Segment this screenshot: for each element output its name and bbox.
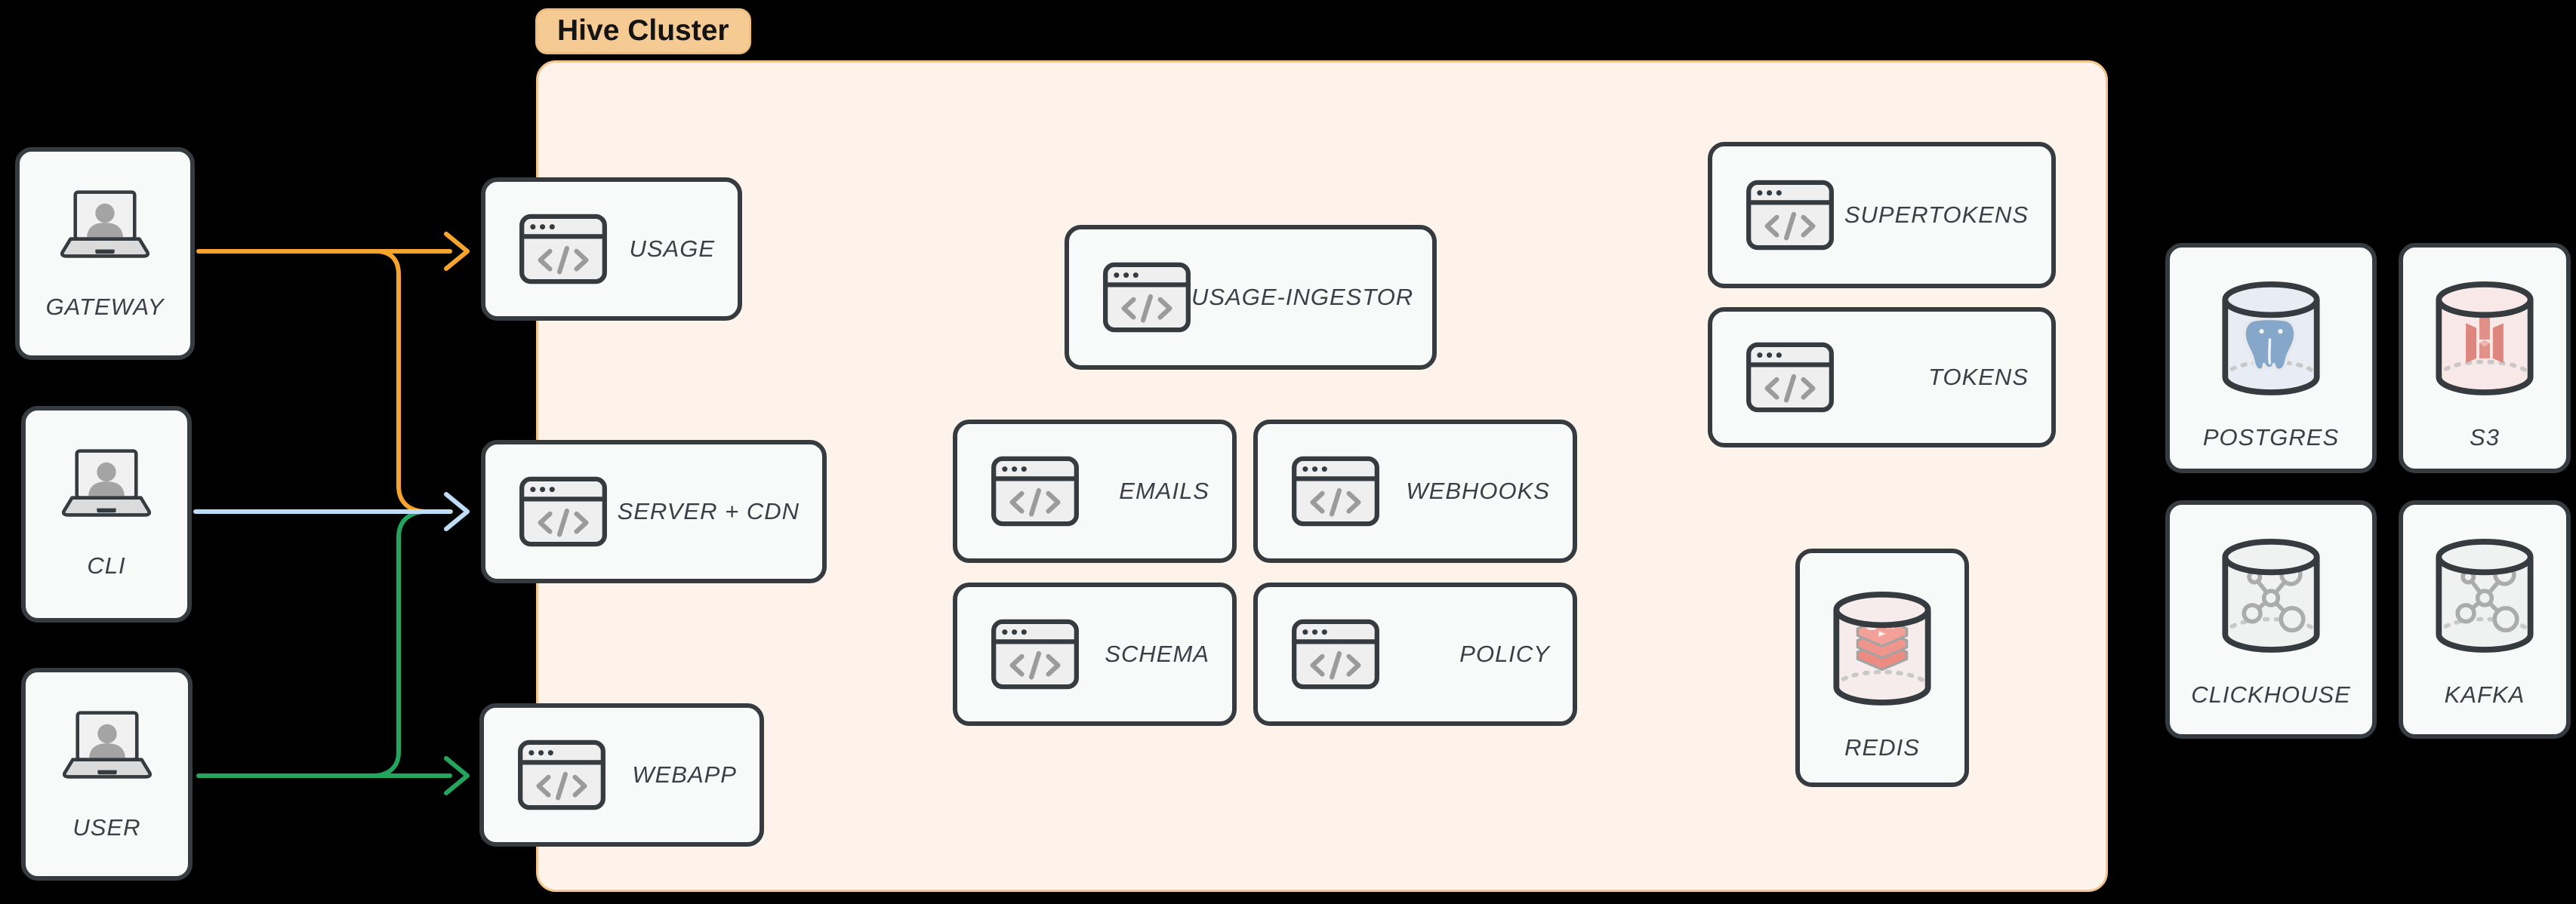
- database-cylinder-icon: [2218, 538, 2324, 656]
- node-clickhouse[interactable]: CLICKHOUSE: [2165, 500, 2377, 739]
- code-window-icon: [991, 456, 1080, 527]
- node-user[interactable]: USER: [21, 668, 193, 881]
- node-user-label: USER: [72, 814, 141, 841]
- node-redis-label: REDIS: [1844, 734, 1920, 761]
- database-cylinder-icon: [2432, 538, 2537, 656]
- node-s3-label: S3: [2470, 424, 2500, 450]
- postgres-logo: [2243, 317, 2297, 372]
- database-cylinder-icon: [2218, 281, 2324, 398]
- node-postgres[interactable]: POSTGRES: [2165, 243, 2377, 473]
- node-usage-ingestor-label: USAGE-INGESTOR: [1191, 284, 1414, 310]
- node-tokens[interactable]: TOKENS: [1708, 307, 2056, 447]
- arrow-user-to-webapp-head: [444, 756, 470, 795]
- node-emails-label: EMAILS: [1119, 478, 1209, 504]
- node-webhooks-label: WEBHOOKS: [1406, 478, 1550, 504]
- node-server-cdn-label: SERVER + CDN: [617, 498, 800, 524]
- node-postgres-label: POSTGRES: [2202, 424, 2340, 450]
- code-window-icon: [1291, 619, 1380, 690]
- node-schema[interactable]: SCHEMA: [953, 583, 1237, 726]
- code-window-icon: [1746, 342, 1835, 413]
- node-gateway[interactable]: GATEWAY: [15, 147, 195, 360]
- code-window-icon: [517, 739, 606, 810]
- code-window-icon: [519, 214, 608, 284]
- code-window-icon: [1102, 262, 1191, 333]
- node-cli[interactable]: CLI: [21, 406, 192, 623]
- laptop-user-icon: [50, 709, 165, 792]
- node-redis[interactable]: REDIS: [1795, 549, 1969, 787]
- arrow-user-to-server-cdn: [371, 509, 448, 778]
- code-window-icon: [1746, 180, 1835, 251]
- node-server-cdn[interactable]: SERVER + CDN: [481, 440, 827, 583]
- laptop-user-icon: [48, 188, 162, 271]
- database-cylinder-icon: [2432, 281, 2537, 398]
- arrow-gateway-to-usage-head: [444, 232, 470, 271]
- arrow-gateway-to-server-cdn: [374, 249, 453, 514]
- node-usage[interactable]: USAGE: [481, 177, 742, 321]
- hive-cluster-badge: Hive Cluster: [535, 8, 751, 54]
- laptop-user-icon: [49, 447, 164, 530]
- code-window-icon: [1291, 456, 1380, 527]
- node-schema-label: SCHEMA: [1105, 641, 1209, 667]
- node-supertokens[interactable]: SUPERTOKENS: [1708, 142, 2056, 288]
- node-emails[interactable]: EMAILS: [953, 420, 1237, 563]
- node-tokens-label: TOKENS: [1928, 364, 2029, 390]
- node-clickhouse-label: CLICKHOUSE: [2191, 681, 2351, 708]
- node-cli-label: CLI: [87, 552, 126, 579]
- node-kafka[interactable]: KAFKA: [2399, 500, 2571, 739]
- arrow-cli-to-server-cdn-head: [444, 492, 470, 531]
- database-cylinder-icon: [1829, 591, 1935, 709]
- code-window-icon: [991, 619, 1080, 690]
- node-kafka-label: KAFKA: [2444, 681, 2525, 708]
- node-policy[interactable]: POLICY: [1253, 583, 1577, 726]
- node-usage-ingestor[interactable]: USAGE-INGESTOR: [1065, 225, 1437, 370]
- node-usage-label: USAGE: [629, 235, 715, 262]
- network-logo: [2455, 563, 2519, 633]
- node-s3[interactable]: S3: [2399, 243, 2571, 473]
- node-webapp-label: WEBAPP: [632, 761, 737, 788]
- node-webhooks[interactable]: WEBHOOKS: [1253, 420, 1577, 563]
- node-gateway-label: GATEWAY: [45, 294, 165, 320]
- code-window-icon: [519, 476, 608, 547]
- node-webapp[interactable]: WEBAPP: [479, 703, 764, 847]
- hive-cluster-label: Hive Cluster: [557, 14, 729, 47]
- s3-logo: [2466, 311, 2504, 364]
- node-policy-label: POLICY: [1459, 641, 1550, 667]
- node-supertokens-label: SUPERTOKENS: [1844, 201, 2029, 228]
